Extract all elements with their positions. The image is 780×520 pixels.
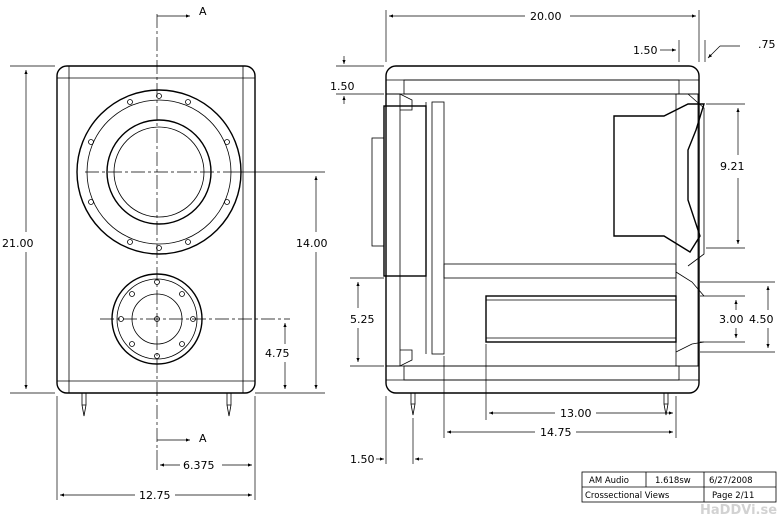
section-cabinet-outline bbox=[385, 65, 700, 394]
dim-port-depth-inner: 3.00 bbox=[719, 313, 744, 326]
dim-front-width: 12.75 bbox=[139, 489, 171, 502]
dim-tweeter-center-height: 4.75 bbox=[265, 347, 290, 360]
dim-port-length: 13.00 bbox=[560, 407, 592, 420]
woofer-section bbox=[613, 103, 705, 253]
section-marker-top: A bbox=[199, 5, 207, 18]
title-block-title: Crossectional Views bbox=[585, 491, 670, 501]
front-spikes bbox=[81, 393, 232, 417]
dim-baffle-recess: .75 bbox=[758, 38, 776, 51]
dim-panel-thickness-left: 1.50 bbox=[330, 80, 355, 93]
section-view: 20.00 1.50 .75 1.50 9.21 5.25 bbox=[330, 10, 776, 466]
dim-port-depth-outer: 4.50 bbox=[749, 313, 774, 326]
dim-panel-thickness-top: 1.50 bbox=[633, 44, 658, 57]
title-block-file: 1.618sw bbox=[655, 476, 691, 486]
bottom-panel bbox=[403, 365, 680, 381]
dim-center-offset: 6.375 bbox=[183, 459, 215, 472]
top-panel bbox=[403, 79, 680, 95]
dim-woofer-center-height: 14.00 bbox=[296, 237, 328, 250]
dim-foot-offset: 1.50 bbox=[350, 453, 375, 466]
title-block-company: AM Audio bbox=[589, 476, 629, 486]
dim-overall-depth: 20.00 bbox=[530, 10, 562, 23]
watermark: HaDDVi.se bbox=[700, 503, 777, 518]
title-block-page: Page 2/11 bbox=[712, 491, 754, 501]
dim-port-height: 5.25 bbox=[350, 313, 375, 326]
title-block: AM Audio 1.618sw 6/27/2008 Crossectional… bbox=[581, 471, 777, 503]
shelf-panel bbox=[443, 263, 677, 279]
dim-internal-depth: 14.75 bbox=[540, 426, 572, 439]
amplifier-block bbox=[383, 105, 427, 277]
title-block-date: 6/27/2008 bbox=[709, 476, 753, 486]
section-marker-bottom: A bbox=[199, 432, 207, 445]
woofer-screw-holes bbox=[88, 93, 230, 251]
front-view: A A 21.00 14.00 4.75 6.375 12.75 bbox=[2, 5, 328, 502]
dim-front-height: 21.00 bbox=[2, 237, 34, 250]
back-panel bbox=[385, 93, 401, 367]
inner-brace bbox=[431, 101, 445, 355]
front-baffle bbox=[675, 93, 699, 367]
dim-driver-opening: 9.21 bbox=[720, 160, 745, 173]
front-cabinet-outline bbox=[56, 65, 256, 394]
